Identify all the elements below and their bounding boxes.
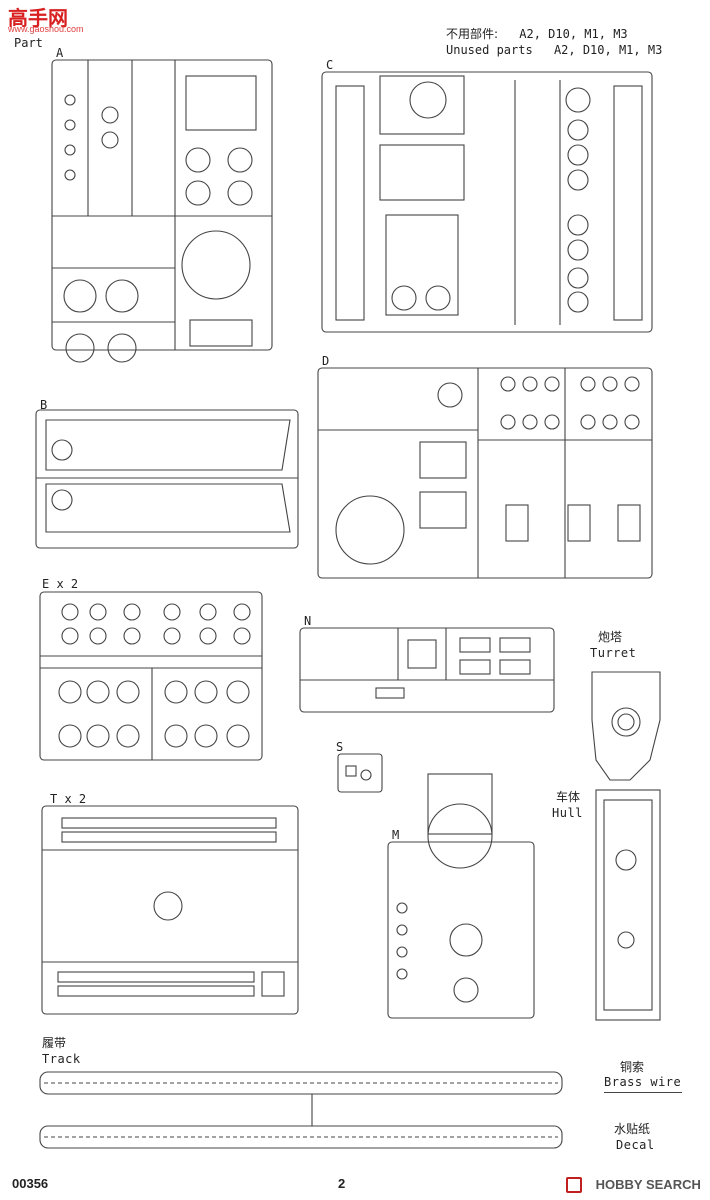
decal-label-en: Decal — [616, 1138, 655, 1152]
hull-label-cn: 车体 — [556, 790, 581, 804]
sprue-s-drawing — [337, 753, 383, 793]
hull-drawing — [595, 789, 661, 1021]
track-label-en: Track — [42, 1052, 81, 1066]
sprue-b-drawing — [35, 409, 299, 549]
sprue-label-t: T x 2 — [50, 792, 87, 806]
unused-parts-cn: 不用部件: A2, D10, M1, M3 — [446, 27, 628, 41]
turret-drawing — [591, 671, 661, 781]
part-label: Part — [14, 36, 43, 50]
sprue-label-e: E x 2 — [42, 577, 79, 591]
sprue-t-drawing — [41, 805, 299, 1015]
kit-number: 00356 — [12, 1176, 49, 1191]
turret-label-en: Turret — [590, 646, 637, 660]
brass-wire-label-en: Brass wire — [604, 1075, 682, 1089]
page-number: 2 — [338, 1176, 346, 1191]
watermark-url: www.gaoshou.com — [8, 24, 84, 34]
watermark-logo: 高手网 — [8, 8, 68, 30]
brass-wire-underline — [604, 1092, 682, 1093]
sprue-e-drawing — [39, 591, 263, 761]
track-label-cn: 履带 — [42, 1036, 67, 1050]
hobby-search-logo: HOBBY SEARCH — [566, 1174, 701, 1193]
sprue-d-drawing — [317, 367, 653, 579]
sprue-c-drawing — [321, 71, 653, 333]
decal-label-cn: 水贴纸 — [614, 1122, 651, 1136]
hobby-search-icon — [566, 1176, 582, 1193]
sprue-label-n: N — [304, 614, 312, 628]
sprue-label-a: A — [56, 46, 64, 60]
sprue-label-c: C — [326, 58, 334, 72]
sprue-label-s: S — [336, 740, 344, 754]
turret-label-cn: 炮塔 — [598, 630, 623, 644]
sprue-label-b: B — [40, 398, 48, 412]
sprue-a-drawing — [51, 59, 273, 363]
hull-label-en: Hull — [552, 806, 583, 820]
unused-parts-en: Unused parts A2, D10, M1, M3 — [446, 43, 663, 57]
track-drawing — [39, 1071, 563, 1149]
sprue-label-d: D — [322, 354, 330, 368]
sprue-n-drawing — [299, 627, 555, 713]
sprue-m-drawing — [387, 773, 535, 1019]
brass-wire-label-cn: 铜索 — [620, 1060, 645, 1074]
sprue-label-m: M — [392, 828, 400, 842]
